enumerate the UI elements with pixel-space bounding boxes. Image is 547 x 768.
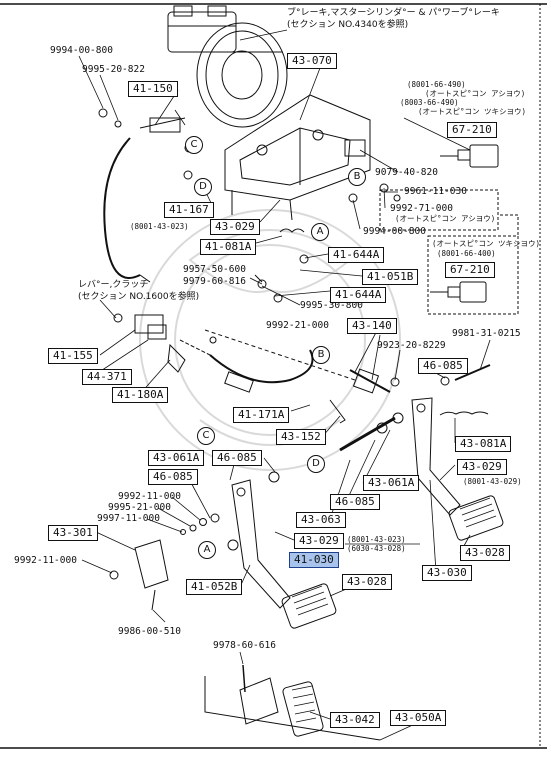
part-8001-43-023: (8001-43-023) [130, 222, 189, 231]
callout-46-085d[interactable]: 46-085 [330, 494, 380, 510]
part-9992-21-000: 9992-21-000 [266, 320, 329, 331]
part-9986-00-510: 9986-00-510 [118, 626, 181, 637]
callout-41-644a-1[interactable]: 41-644A [328, 247, 385, 263]
clutch-cable-drawing [103, 117, 186, 283]
callout-41-081a[interactable]: 41-081A [200, 239, 257, 255]
part-9992-11-000: 9992-11-000 [118, 491, 181, 502]
part-9995-30-800: 9995-30-800 [300, 300, 363, 311]
lever-clutch-note-line1: レバ°ー,クラッチ [78, 280, 149, 290]
callout-46-085b[interactable]: 46-085 [212, 450, 262, 466]
part-8001-66-400-note: (オートスピ°コン ツキシヨウ) [432, 239, 541, 248]
part-9997-11-000: 9997-11-000 [97, 513, 160, 524]
accelerator-pedal-drawing [204, 664, 381, 741]
part-9923-20-8229: 9923-20-8229 [377, 340, 446, 351]
part-9981-31-0215: 9981-31-0215 [452, 328, 521, 339]
part-9995-21-000: 9995-21-000 [108, 502, 171, 513]
ref-circle-a-upper: A [311, 223, 329, 241]
callout-41-052b[interactable]: 41-052B [186, 579, 243, 595]
callout-43-063[interactable]: 43-063 [296, 512, 346, 528]
part-6030-43-028: (6030-43-028) [347, 544, 406, 553]
callout-43-050a[interactable]: 43-050A [390, 710, 447, 726]
part-9992-71-000: 9992-71-000 [390, 203, 453, 214]
part-9995-20-822: 9995-20-822 [82, 64, 145, 75]
callout-67-210a[interactable]: 67-210 [447, 122, 497, 138]
master-cylinder-drawing [167, 5, 288, 128]
watermark-seal [139, 209, 401, 471]
callout-43-061a-2[interactable]: 43-061A [363, 475, 420, 491]
callout-43-029a[interactable]: 43-029 [210, 219, 260, 235]
callout-44-371[interactable]: 44-371 [82, 369, 132, 385]
callout-41-180a[interactable]: 41-180A [112, 387, 169, 403]
callout-43-140[interactable]: 43-140 [347, 318, 397, 334]
part-9992-11-000b: 9992-11-000 [14, 555, 77, 566]
callout-43-028b[interactable]: 43-028 [342, 574, 392, 590]
ref-circle-b-upper: B [348, 168, 366, 186]
ref-circle-c-lower: C [197, 427, 215, 445]
pedal-bracket-drawing [224, 94, 371, 221]
part-8001-43-023b: (8001-43-023) [347, 535, 406, 544]
callout-43-042[interactable]: 43-042 [330, 712, 380, 728]
callout-46-085a[interactable]: 46-085 [418, 358, 468, 374]
stop-switch-drawing [430, 144, 499, 303]
ref-circle-a-lower: A [198, 541, 216, 559]
ref-circle-d-lower: D [307, 455, 325, 473]
callout-43-081a[interactable]: 43-081A [455, 436, 512, 452]
part-8001-43-029: (8001-43-029) [463, 477, 522, 486]
part-8001-66-490: (8001-66-490) [407, 80, 466, 89]
callout-41-155[interactable]: 41-155 [48, 348, 98, 364]
part-9978-60-616: 9978-60-616 [213, 640, 276, 651]
callout-43-152[interactable]: 43-152 [276, 429, 326, 445]
part-9961-11-030: 9961-11-030 [404, 186, 467, 197]
callout-41-030[interactable]: 41-030 [289, 552, 339, 568]
callout-41-051b[interactable]: 41-051B [362, 269, 419, 285]
callout-41-644a-2[interactable]: 41-644A [330, 287, 387, 303]
ref-circle-b-lower: B [312, 346, 330, 364]
clutch-pedal-drawing [231, 479, 337, 629]
part-9079-40-820: 9079-40-820 [375, 167, 438, 178]
callout-67-210b[interactable]: 67-210 [445, 262, 495, 278]
part-8003-66-490-note: (オートスピ°コン ツキシヨウ) [418, 107, 527, 116]
ref-circle-c-upper: C [185, 136, 203, 154]
callout-43-061a-1[interactable]: 43-061A [148, 450, 205, 466]
callout-41-150[interactable]: 41-150 [128, 81, 178, 97]
part-8003-66-490: (8003-66-490) [400, 98, 459, 107]
callout-43-029b[interactable]: 43-029 [457, 459, 507, 475]
lever-clutch-drawing [134, 314, 186, 373]
master-cylinder-note-line1: ブ°レーキ,マスターシリンダ°ー & パ°ワーブ°レーキ [287, 8, 500, 18]
callout-41-167[interactable]: 41-167 [164, 202, 214, 218]
callout-43-028a[interactable]: 43-028 [460, 545, 510, 561]
part-8001-66-400: (8001-66-400) [437, 249, 496, 258]
ref-circle-d-upper: D [194, 178, 212, 196]
part-9979-60-816: 9979-60-816 [183, 276, 246, 287]
callout-43-030[interactable]: 43-030 [422, 565, 472, 581]
callout-43-029c[interactable]: 43-029 [294, 533, 344, 549]
callout-46-085c[interactable]: 46-085 [148, 469, 198, 485]
part-9992-71-000-note: (オートスピ°コン アシヨウ) [395, 214, 496, 223]
accelerator-cable-drawing [179, 329, 356, 393]
part-9994-00-800b: 9994-00-800 [363, 226, 426, 237]
lever-clutch-note-line2: (セクション NO.1600を参照) [78, 292, 200, 302]
part-9994-00-800: 9994-00-800 [50, 45, 113, 56]
callout-41-171a[interactable]: 41-171A [233, 407, 290, 423]
part-9957-50-600: 9957-50-600 [183, 264, 246, 275]
callout-43-301[interactable]: 43-301 [48, 525, 98, 541]
callout-43-070[interactable]: 43-070 [287, 53, 337, 69]
part-8001-66-490-note: (オートスピ°コン アシヨウ) [425, 89, 526, 98]
master-cylinder-note-line2: (セクション NO.4340を参照) [287, 20, 409, 30]
